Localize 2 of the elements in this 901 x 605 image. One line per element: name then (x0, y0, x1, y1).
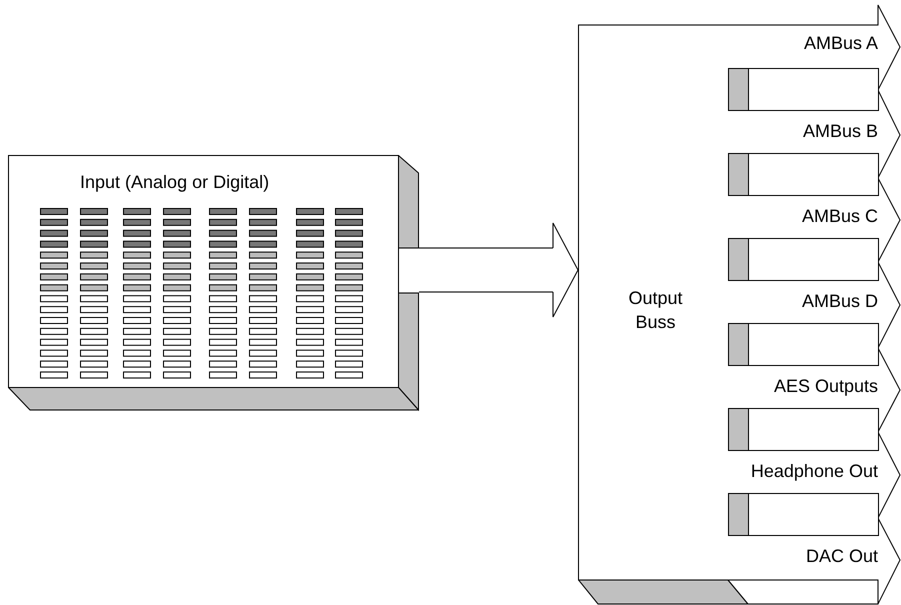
block-title: Input (Analog or Digital) (80, 172, 270, 192)
block-title: Output Buss (627, 287, 684, 334)
